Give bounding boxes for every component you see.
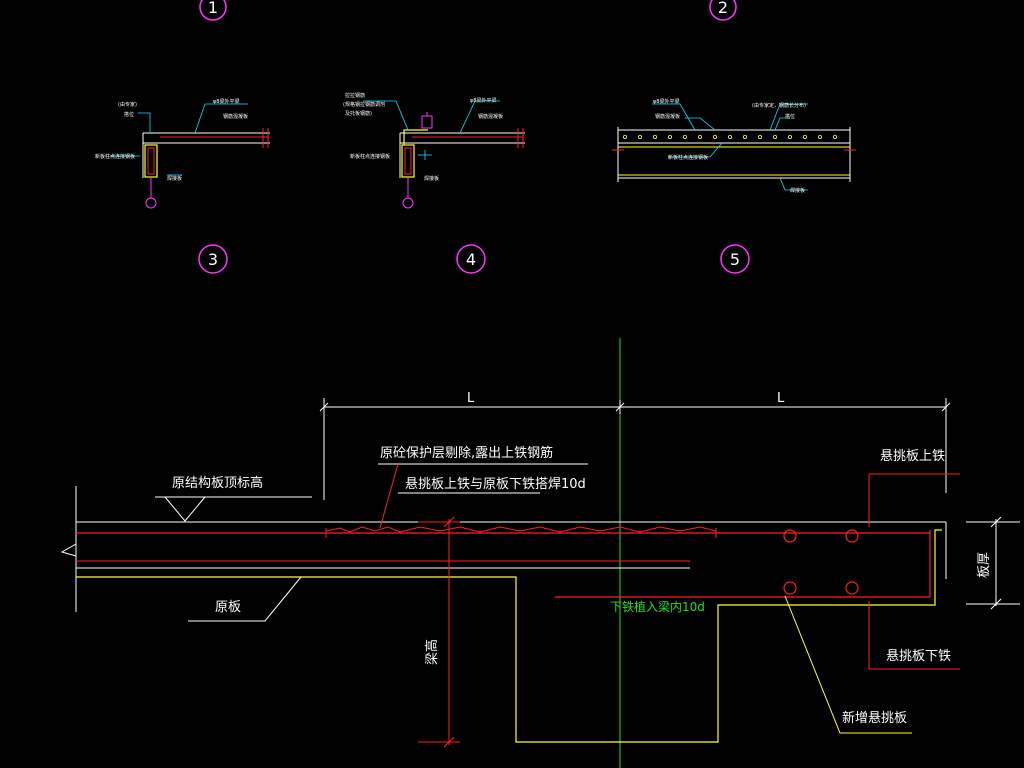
leader-red [868,601,960,670]
detail-marker-2[interactable]: 2 [709,0,737,21]
dim-tick [319,402,329,412]
slab-thickness-label: 板厚 [977,552,992,578]
rebar-section [783,581,797,595]
dim-tick [990,598,1002,610]
leader-yellow [784,595,912,734]
leader-red [379,463,399,529]
note-text: φ8梁外平梁 [213,98,239,105]
small-detail-4: 拉拉钢筋 (规格钢拉钢筋调剂 及托板钢筋) φ8梁外平梁 钢筋混凝板 新板柱点连… [343,92,525,209]
detail-marker-4[interactable]: 4 [456,244,486,274]
dim-tick [990,516,1002,528]
note-text: 搭位 [124,111,134,118]
dim-label-left: L [467,391,475,406]
note-text: 焊接板 [167,175,182,182]
leader [774,117,790,131]
leader [188,576,302,622]
dim-tick [941,402,951,412]
axis-bubble [145,197,157,209]
remove-cover-label: 原砼保护层剔除,露出上铁钢筋 [380,445,553,461]
cantilever-top-label: 悬挑板上铁 [880,449,945,464]
note-text: 拉拉钢筋 [345,92,365,99]
note-text: 钢筋混凝板 [478,113,503,120]
detail-circle [720,244,750,274]
detail-marker-1[interactable]: 1 [199,0,227,21]
detail-circle [199,0,227,21]
axis-bubble [402,197,414,209]
beam-height-label: 梁高 [424,639,440,665]
note-text: φ8梁外平梁 [470,97,496,104]
note-text: 钢筋混凝板 [655,113,680,120]
detail-number: 5 [730,250,740,269]
lower-anchor-label: 下铁植入梁内10d [610,599,705,614]
new-cantilever-label: 新增悬挑板 [842,710,907,726]
note-text: (规格钢拉钢筋调剂 [343,101,385,108]
dim-tick [443,516,455,528]
note-text: (由专家) [118,101,137,108]
bolt [421,115,433,129]
leader [685,117,716,131]
dim-tick [443,736,455,748]
note-text: (由专家定，钢筋长分布) [752,102,806,109]
note-text: 钢筋混凝板 [223,113,248,120]
anchor-plate [404,147,412,175]
note-text: 新板柱点连接钢板 [668,154,708,161]
angle-steel [403,129,428,145]
cantilever-bottom-label: 悬挑板下铁 [886,649,951,664]
weld-label: 悬挑板上铁与原板下铁搭焊10d [405,476,586,492]
leader [459,100,500,134]
rebar-dots-row [623,134,838,139]
note-text: 新板柱点连接钢板 [350,153,390,160]
detail-number: 1 [208,0,218,17]
leader [652,103,696,131]
steel-plate [401,144,415,178]
rebar-section [845,529,859,543]
detail-number: 4 [466,250,476,269]
note-text: φ8梁外平梁 [653,98,679,105]
detail-marker-5[interactable]: 5 [720,244,750,274]
dim-label-right: L [777,391,785,406]
note-text: 搭位 [785,113,795,120]
dim-tick [615,402,625,412]
orig-top-elev-label: 原结构板顶标高 [172,475,263,491]
leader [363,100,409,131]
detail-circle [198,244,228,274]
orig-slab-label: 原板 [215,600,241,615]
leader-red [868,473,960,527]
detail-number: 2 [718,0,728,17]
leader [668,142,723,158]
rebar-section [783,529,797,543]
note-text: 焊接板 [424,175,439,182]
note-text: 及托板钢筋) [345,110,372,117]
detail-circle [456,244,486,274]
small-detail-3: (由专家) 搭位 φ8梁外平梁 钢筋混凝板 新板柱点连接钢板 焊接板 [95,98,270,209]
leader [138,112,151,133]
leader [779,177,808,191]
anchor-plate [147,147,155,175]
leader [769,103,808,131]
small-detail-5: φ8梁外平梁 (由专家定，钢筋长分布) 钢筋混凝板 搭位 新板柱点连接钢板 焊接… [612,98,856,194]
leader [194,103,248,134]
note-text: 焊接板 [790,187,805,194]
new-slab-outline [76,529,942,743]
break-mark [60,543,77,557]
detail-number: 3 [208,250,218,269]
steel-plate [144,144,158,178]
rebar-section [845,581,859,595]
elev-triangle [164,496,206,522]
weld-hatch [325,526,717,533]
detail-circle [709,0,737,21]
note-text: 新板柱点连接钢板 [95,153,135,160]
main-section: L L 梁高 板厚 [60,338,1020,768]
detail-marker-3[interactable]: 3 [198,244,228,274]
